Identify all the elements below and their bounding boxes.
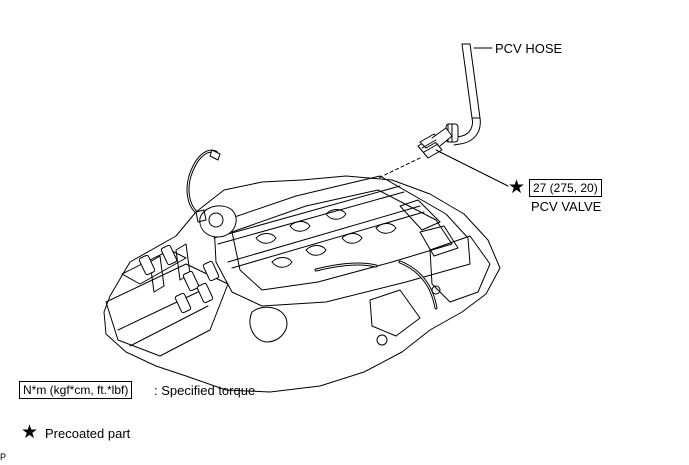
pcv-valve <box>417 127 453 159</box>
pcv-hose <box>445 43 481 146</box>
torque-spec-box: 27 (275, 20) <box>529 179 602 197</box>
legend-torque-box: N*m (kgf*cm, ft.*lbf) <box>19 381 133 399</box>
pcv-hose-label: PCV HOSE <box>495 41 563 56</box>
engine-block <box>103 149 501 393</box>
legend-torque-description: : Specified torque <box>154 383 256 398</box>
precoated-star-icon: ★ <box>508 177 526 198</box>
footer-code: P <box>0 452 7 462</box>
pcv-valve-label: PCV VALVE <box>531 199 602 214</box>
legend-star-icon: ★ <box>21 422 39 443</box>
legend-precoated-description: Precoated part <box>45 426 131 441</box>
